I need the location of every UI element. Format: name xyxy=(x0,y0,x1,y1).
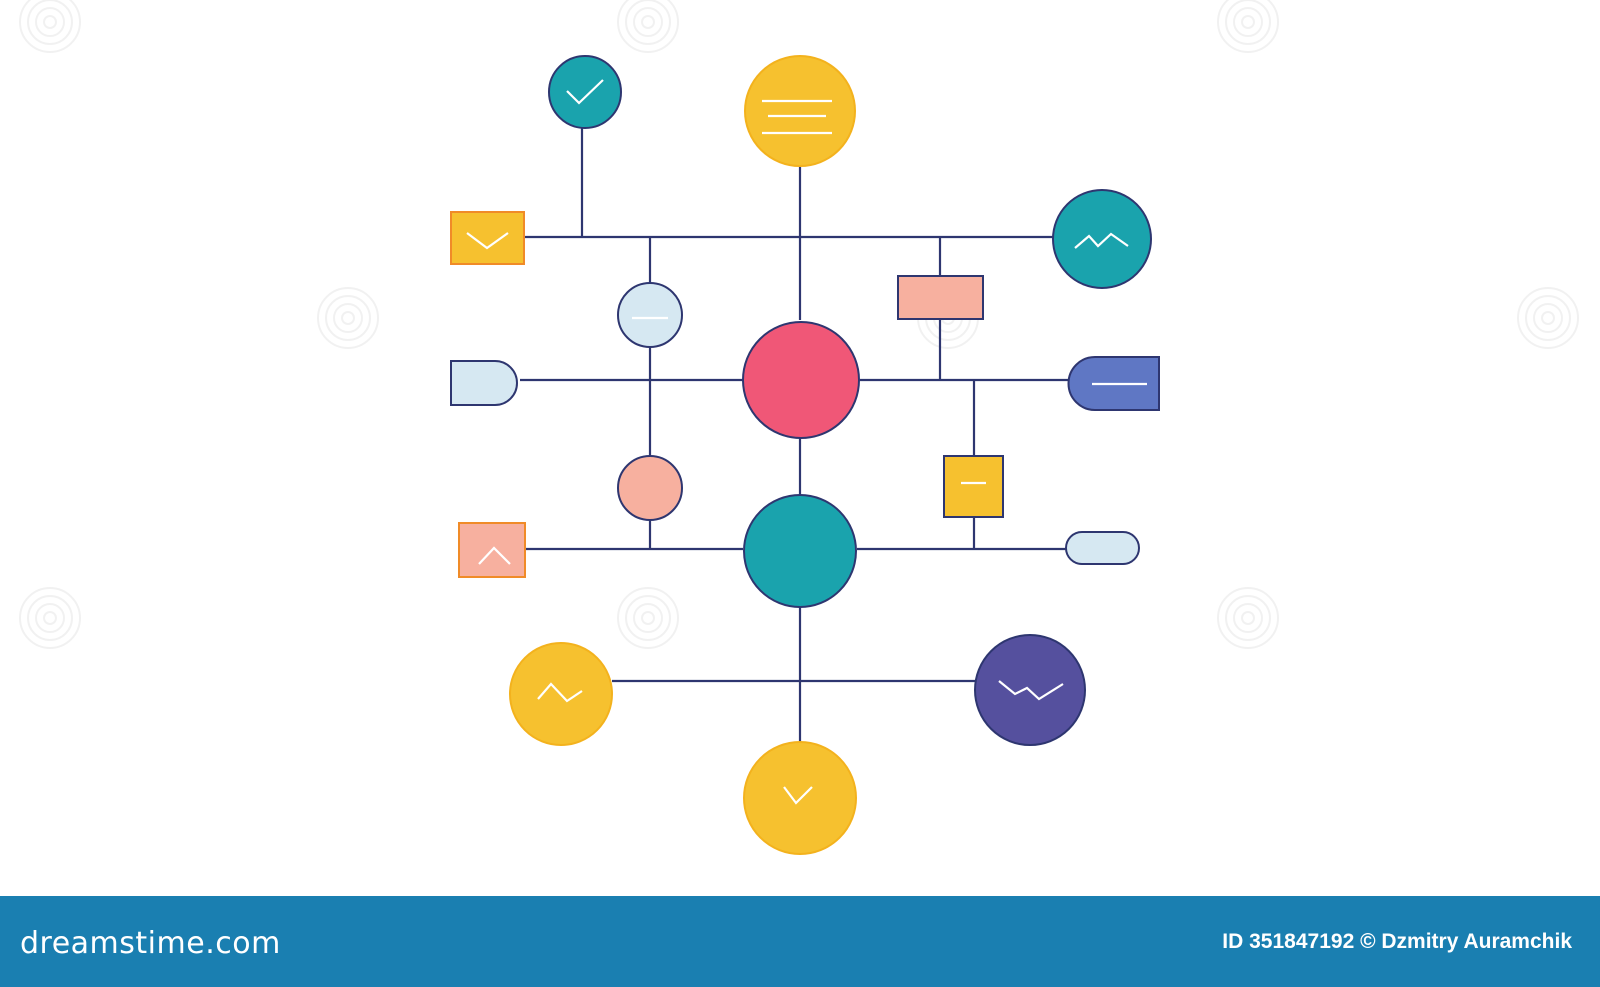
yellow-wave-circle xyxy=(509,642,613,746)
zigzag-icon xyxy=(998,680,1064,701)
salmon-chevron-up-box xyxy=(458,522,526,578)
salmon-rect xyxy=(897,275,984,320)
chevron-down-icon xyxy=(783,786,813,805)
chevron-down-icon xyxy=(466,232,509,250)
yellow-chevron-circle xyxy=(743,741,857,855)
flowchart-diagram xyxy=(19,0,1579,855)
image-credit: ID 351847192 © Dzmitry Auramchik xyxy=(1222,930,1572,953)
light-blue-dash-circle xyxy=(617,282,683,348)
check-icon xyxy=(566,79,604,105)
footer-bar: dreamstime.com ID 351847192 © Dzmitry Au… xyxy=(0,896,1600,987)
yellow-chevron-box xyxy=(450,211,525,265)
teal-zigzag-circle xyxy=(1052,189,1152,289)
light-blue-pill xyxy=(1065,531,1140,565)
yellow-dash-box xyxy=(943,455,1004,518)
indigo-zigzag-circle xyxy=(974,634,1086,746)
teal-check-circle xyxy=(548,55,622,129)
chevron-up-icon xyxy=(478,546,511,565)
light-blue-tab xyxy=(450,360,518,406)
blue-dash-tab xyxy=(1067,356,1160,411)
brand-logo: dreamstime.com xyxy=(20,926,281,961)
yellow-lines-circle xyxy=(744,55,856,167)
lines-icon xyxy=(762,99,832,135)
zigzag-icon xyxy=(1074,232,1129,249)
wave-icon xyxy=(537,682,583,703)
salmon-circle xyxy=(617,455,683,521)
teal-hub-circle xyxy=(743,494,857,608)
pink-hub-circle xyxy=(742,321,860,439)
